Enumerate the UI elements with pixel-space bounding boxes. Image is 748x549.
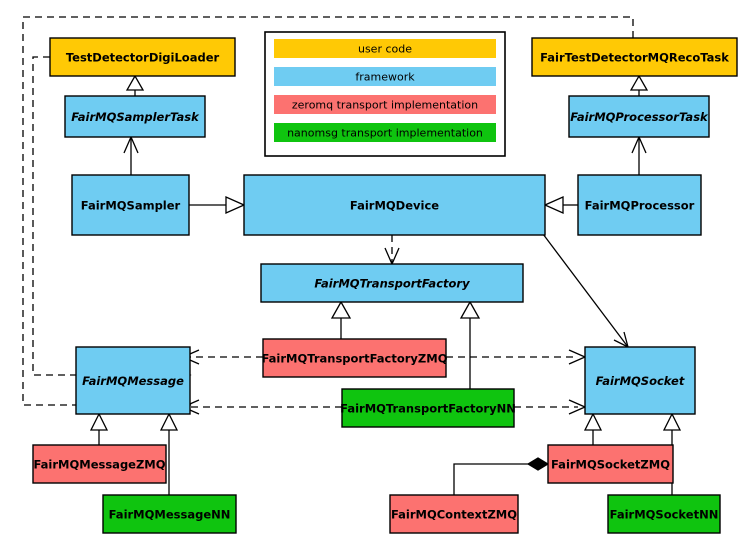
class-name-label: FairMQSocket xyxy=(596,374,685,388)
legend-label: zeromq transport implementation xyxy=(292,99,478,112)
class-name-label: FairMQProcessorTask xyxy=(570,110,709,124)
class-name-label: FairMQContextZMQ xyxy=(391,508,517,522)
edge-socketzmq-socket xyxy=(583,412,603,445)
class-node-FairMQContextZMQ[interactable]: FairMQContextZMQ xyxy=(389,494,519,534)
edge-device-socket xyxy=(542,233,629,349)
edge-factorynn-factory xyxy=(459,300,481,389)
edge-messagenn-message xyxy=(159,412,179,495)
legend-swatch-user_code xyxy=(274,39,496,58)
edge-messagezmq-message xyxy=(89,412,109,445)
class-box-FairMQMessageNN[interactable] xyxy=(102,494,237,534)
edge-factoryzmq-factory xyxy=(330,300,352,339)
class-node-FairMQMessage[interactable]: FairMQMessage xyxy=(75,346,191,415)
edge-sampler-samplertask xyxy=(123,135,139,175)
legend-items: user code framework zeromq transport imple… xyxy=(274,39,496,142)
legend-item-framework: framework xyxy=(274,67,496,86)
class-node-FairMQMessageNN[interactable]: FairMQMessageNN xyxy=(102,494,237,534)
class-name-label: FairMQMessage xyxy=(82,374,184,388)
legend-item-nanomsg: nanomsg transport implementation xyxy=(274,123,496,142)
class-box-FairMQTransportFactoryNN[interactable] xyxy=(341,388,515,428)
class-box-FairMQTransportFactory[interactable] xyxy=(260,263,524,303)
class-name-label: FairMQTransportFactory xyxy=(314,277,470,291)
edge-processor-device xyxy=(543,195,578,215)
class-node-FairMQProcessorTask[interactable]: FairMQProcessorTask xyxy=(568,95,710,138)
legend-swatch-zeromq xyxy=(274,95,496,114)
legend-swatch-nanomsg xyxy=(274,123,496,142)
legend-label: nanomsg transport implementation xyxy=(287,127,483,140)
edge-factorynn-socket xyxy=(514,399,587,415)
class-box-TestDetectorDigiLoader[interactable] xyxy=(49,37,236,77)
class-box-FairMQSocket[interactable] xyxy=(584,346,696,415)
class-name-label: FairMQTransportFactoryZMQ xyxy=(261,352,447,366)
legend-label: framework xyxy=(355,71,415,84)
class-name-label: FairMQSamplerTask xyxy=(71,110,200,124)
legend-item-user_code: user code xyxy=(274,39,496,58)
class-name-label: FairMQSampler xyxy=(81,199,181,213)
legend: user code framework zeromq transport imple… xyxy=(264,31,506,157)
edge-factoryzmq-socket xyxy=(446,349,587,365)
class-box-FairMQSocketNN[interactable] xyxy=(607,494,721,534)
class-node-FairMQTransportFactoryNN[interactable]: FairMQTransportFactoryNN xyxy=(340,388,516,428)
legend-swatch-framework xyxy=(274,67,496,86)
nodes-layer: TestDetectorDigiLoader FairTestDetectorMQ… xyxy=(32,37,738,534)
legend-label: user code xyxy=(358,43,412,56)
class-name-label: FairMQMessageNN xyxy=(109,508,231,522)
class-node-FairMQTransportFactory[interactable]: FairMQTransportFactory xyxy=(260,263,524,303)
class-box-FairMQProcessorTask[interactable] xyxy=(568,95,710,138)
class-name-label: FairMQSocketNN xyxy=(610,508,719,522)
class-node-TestDetectorDigiLoader[interactable]: TestDetectorDigiLoader xyxy=(49,37,236,77)
class-box-FairTestDetectorMQRecoTask[interactable] xyxy=(531,37,738,77)
class-box-FairMQSampler[interactable] xyxy=(71,174,190,236)
class-node-FairMQSocketZMQ[interactable]: FairMQSocketZMQ xyxy=(547,444,674,484)
legend-item-zeromq: zeromq transport implementation xyxy=(274,95,496,114)
edge-contextzmq-socketzmq xyxy=(453,457,550,495)
class-name-label: FairMQTransportFactoryNN xyxy=(340,402,516,416)
class-box-FairMQMessage[interactable] xyxy=(75,346,191,415)
edge-factorynn-message xyxy=(181,399,342,415)
class-node-FairMQSocket[interactable]: FairMQSocket xyxy=(584,346,696,415)
class-box-FairMQSamplerTask[interactable] xyxy=(64,95,206,138)
class-name-label: FairMQMessageZMQ xyxy=(33,458,165,472)
class-node-FairMQTransportFactoryZMQ[interactable]: FairMQTransportFactoryZMQ xyxy=(261,338,448,378)
class-name-label: FairMQProcessor xyxy=(585,199,695,213)
edge-processor-processortask xyxy=(631,135,647,175)
class-box-FairMQTransportFactoryZMQ[interactable] xyxy=(262,338,447,378)
class-node-FairMQProcessor[interactable]: FairMQProcessor xyxy=(577,174,702,236)
class-box-FairMQContextZMQ[interactable] xyxy=(389,494,519,534)
class-node-FairMQSampler[interactable]: FairMQSampler xyxy=(71,174,190,236)
class-node-FairMQDevice[interactable]: FairMQDevice xyxy=(243,174,546,236)
class-name-label: TestDetectorDigiLoader xyxy=(66,51,220,65)
edge-factoryzmq-message xyxy=(181,349,263,365)
edge-sampler-device xyxy=(189,195,246,215)
class-node-FairMQSamplerTask[interactable]: FairMQSamplerTask xyxy=(64,95,206,138)
class-name-label: FairMQDevice xyxy=(350,199,439,213)
edge-device-transportfactory xyxy=(384,235,400,266)
class-box-FairMQDevice[interactable] xyxy=(243,174,546,236)
class-name-label: FairTestDetectorMQRecoTask xyxy=(540,51,729,65)
edge-samplertask-digiloader xyxy=(125,74,145,96)
class-node-FairMQMessageZMQ[interactable]: FairMQMessageZMQ xyxy=(32,444,167,484)
edge-processortask-recotask xyxy=(629,74,649,96)
class-node-FairMQSocketNN[interactable]: FairMQSocketNN xyxy=(607,494,721,534)
class-name-label: FairMQSocketZMQ xyxy=(551,458,670,472)
class-box-FairMQMessageZMQ[interactable] xyxy=(32,444,167,484)
class-box-FairMQProcessor[interactable] xyxy=(577,174,702,236)
class-box-FairMQSocketZMQ[interactable] xyxy=(547,444,674,484)
class-node-FairTestDetectorMQRecoTask[interactable]: FairTestDetectorMQRecoTask xyxy=(531,37,738,77)
